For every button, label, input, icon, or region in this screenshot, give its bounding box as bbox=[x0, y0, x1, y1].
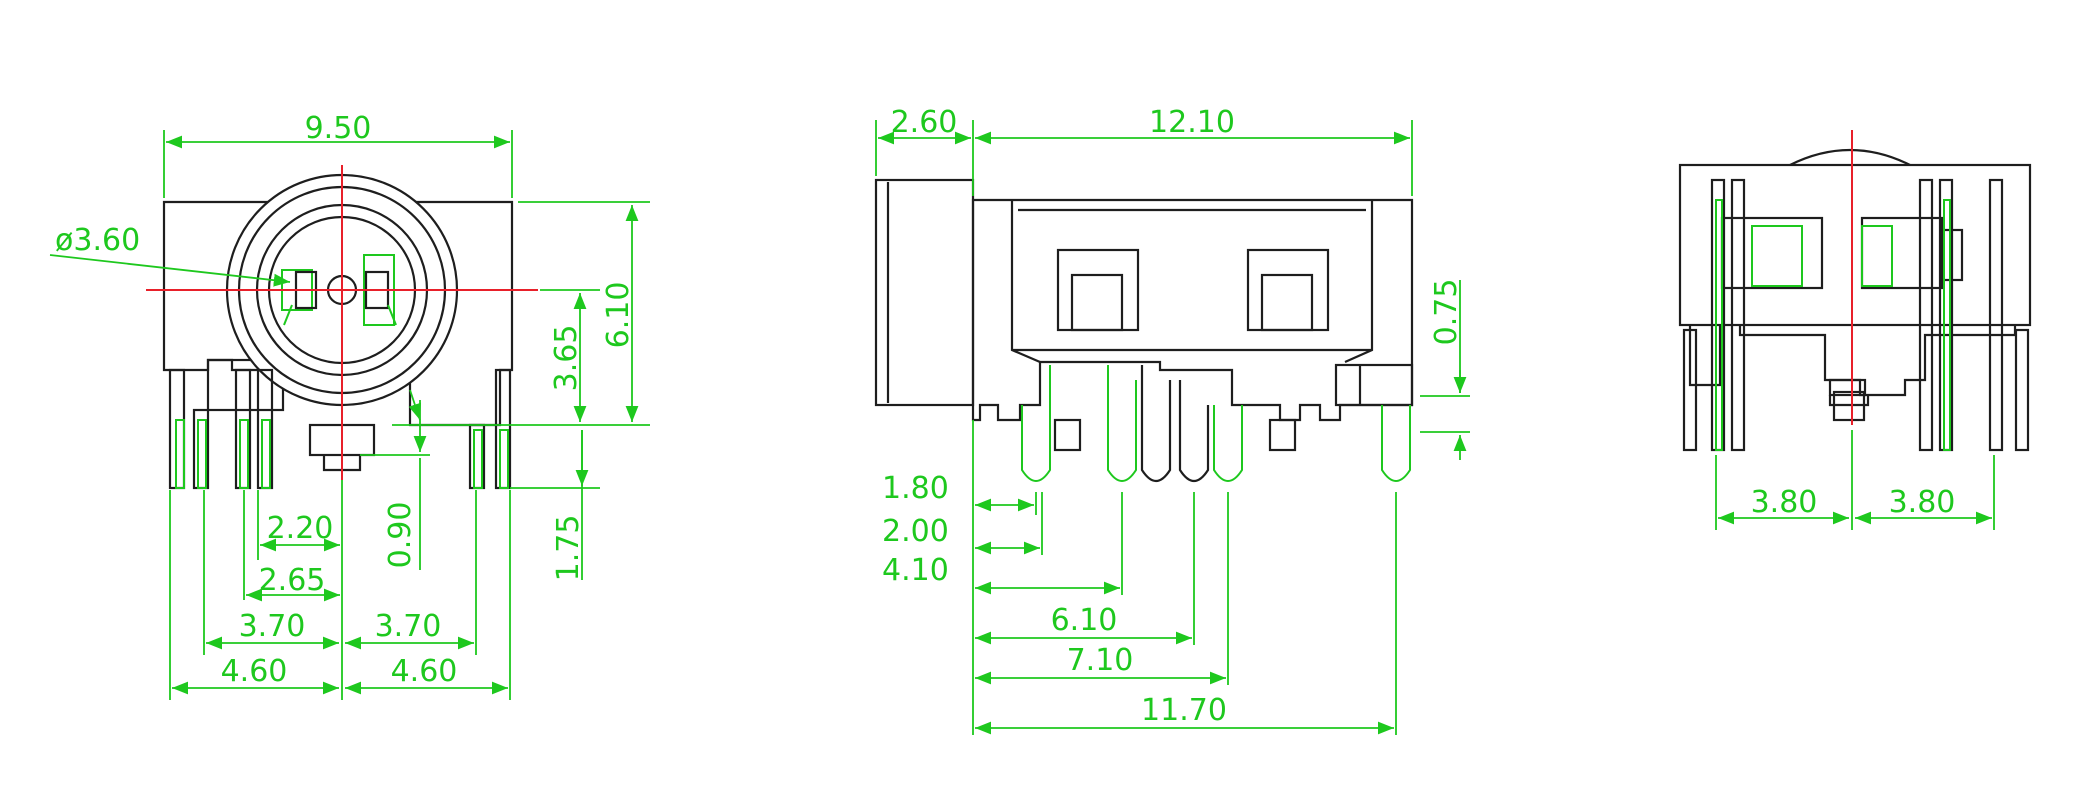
rear-dome bbox=[1789, 148, 1911, 166]
front-pin-length-label: 1.75 bbox=[551, 515, 586, 582]
rear-center-pin bbox=[1832, 390, 1866, 422]
side-nose bbox=[874, 178, 975, 407]
side-nose-length-label: 2.60 bbox=[891, 105, 958, 140]
front-pitch-b-label: 2.65 bbox=[259, 563, 326, 598]
front-width-label: 9.50 bbox=[305, 111, 372, 146]
side-pins bbox=[1021, 365, 1411, 483]
side-pin-4-label: 6.10 bbox=[1051, 603, 1118, 638]
side-window-left bbox=[1056, 248, 1140, 332]
side-window-right bbox=[1246, 248, 1330, 332]
front-pitch-a-label: 2.20 bbox=[267, 511, 334, 546]
side-pin-3-label: 4.10 bbox=[882, 553, 949, 588]
side-pin-1-label: 1.80 bbox=[882, 471, 949, 506]
side-view: 2.60 12.10 0.75 1.80 2.00 4.10 6.10 7.10… bbox=[874, 105, 1470, 735]
side-pin-height-label: 0.75 bbox=[1429, 279, 1464, 346]
front-height-label: 6.10 bbox=[601, 282, 636, 349]
front-diameter-label: ø3.60 bbox=[55, 223, 140, 258]
side-body-length-label: 12.10 bbox=[1149, 105, 1235, 140]
front-offset-label: 0.90 bbox=[383, 502, 418, 569]
rear-legs bbox=[1682, 178, 2030, 452]
front-half-inner-right-label: 3.70 bbox=[375, 609, 442, 644]
front-half-inner-left-label: 3.70 bbox=[239, 609, 306, 644]
side-pin-6-label: 11.70 bbox=[1141, 693, 1227, 728]
front-half-outer-left-label: 4.60 bbox=[221, 654, 288, 689]
rear-view: 3.80 3.80 bbox=[1678, 130, 2032, 530]
side-pin-2-label: 2.00 bbox=[882, 514, 949, 549]
front-legs bbox=[168, 368, 512, 490]
side-pin-5-label: 7.10 bbox=[1067, 643, 1134, 678]
front-view: 9.50 ø3.60 6.10 3.65 1.75 0.90 2.20 2.65 bbox=[49, 111, 650, 700]
side-body-outline bbox=[971, 198, 1414, 422]
front-half-outer-right-label: 4.60 bbox=[391, 654, 458, 689]
rear-right-half-label: 3.80 bbox=[1889, 485, 1956, 520]
front-center-height-label: 3.65 bbox=[549, 325, 584, 392]
rear-left-half-label: 3.80 bbox=[1751, 485, 1818, 520]
rear-body-outline bbox=[1678, 163, 2032, 327]
